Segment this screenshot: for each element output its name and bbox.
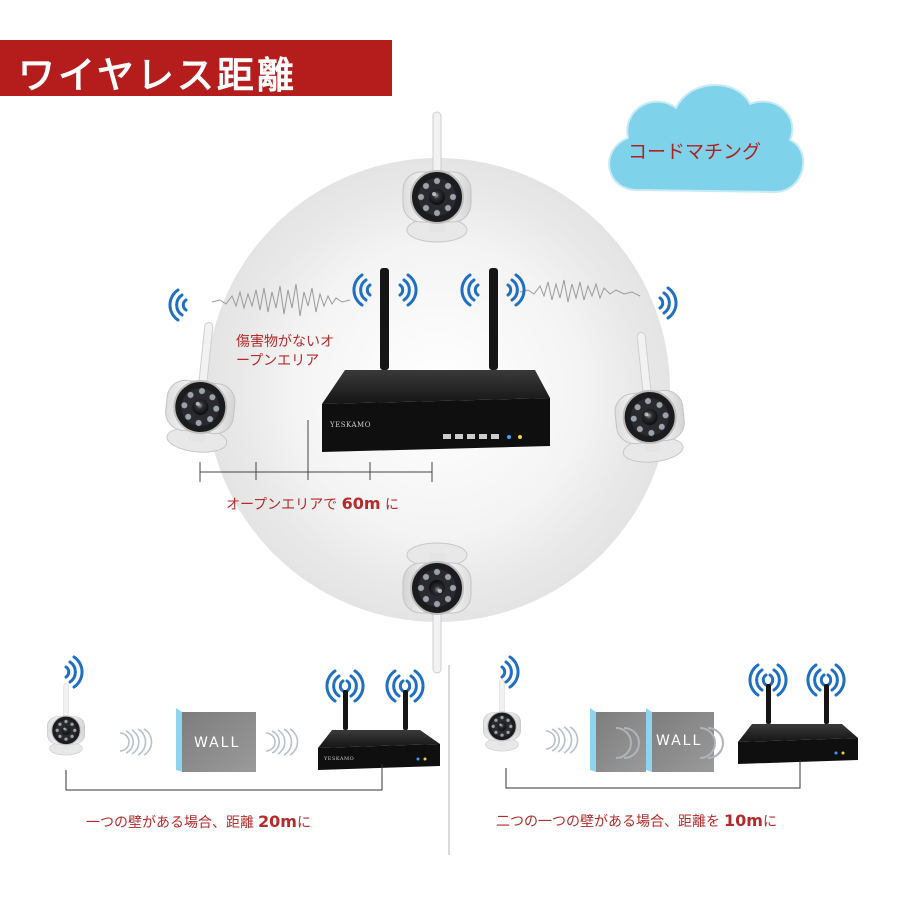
range-suffix: に xyxy=(762,814,777,830)
range-suffix: に xyxy=(385,497,400,513)
camera-bottom xyxy=(402,542,472,674)
distance-bracket xyxy=(65,764,383,791)
signal-rings xyxy=(545,726,579,754)
wall-label: WALL xyxy=(194,735,240,751)
page-title: ワイヤレス距離 xyxy=(18,54,297,97)
wifi-signal-icon xyxy=(64,655,84,689)
range-value: 60m xyxy=(341,494,381,513)
obstacle-free-label-line1: 傷害物がないオ xyxy=(236,334,334,350)
range-value: 10m xyxy=(724,811,763,830)
signal-rings xyxy=(119,728,153,756)
cloud-label: コードマチング xyxy=(628,141,762,163)
obstacle-free-label-line2: ープンエリア xyxy=(236,353,320,369)
nvr-icon: YESKAMO xyxy=(318,690,440,770)
open-area-range-label: オープンエリアで 60m に xyxy=(226,494,399,514)
camera-one-wall xyxy=(46,683,86,756)
camera-two-walls xyxy=(482,679,522,752)
nvr-icon: YESKAMO xyxy=(322,268,550,452)
wall-icon: WALL xyxy=(176,708,256,772)
wifi-signal-icon xyxy=(168,288,188,322)
wall-icon: WALL xyxy=(590,708,724,772)
nvr-brand: YESKAMO xyxy=(323,756,354,762)
range-prefix: 一つの壁がある場合、距離 xyxy=(86,815,254,831)
wall-label: WALL xyxy=(656,733,702,749)
title-banner: ワイヤレス距離 xyxy=(0,40,392,97)
range-suffix: に xyxy=(296,815,311,831)
signal-rings xyxy=(265,728,299,756)
distance-bracket xyxy=(505,760,801,789)
distance-ruler xyxy=(199,420,433,482)
range-prefix: 二つの一つの壁がある場合、距離を xyxy=(496,814,720,830)
range-prefix: オープンエリアで xyxy=(226,497,338,513)
wifi-signal-icon xyxy=(658,286,678,320)
range-value: 20m xyxy=(258,812,297,831)
signal-waveform-right xyxy=(519,279,641,303)
nvr-brand: YESKAMO xyxy=(329,421,371,429)
camera-top xyxy=(402,111,472,243)
cloud-icon xyxy=(608,84,805,194)
signal-waveform-left xyxy=(211,283,351,317)
nvr-icon xyxy=(738,684,858,764)
